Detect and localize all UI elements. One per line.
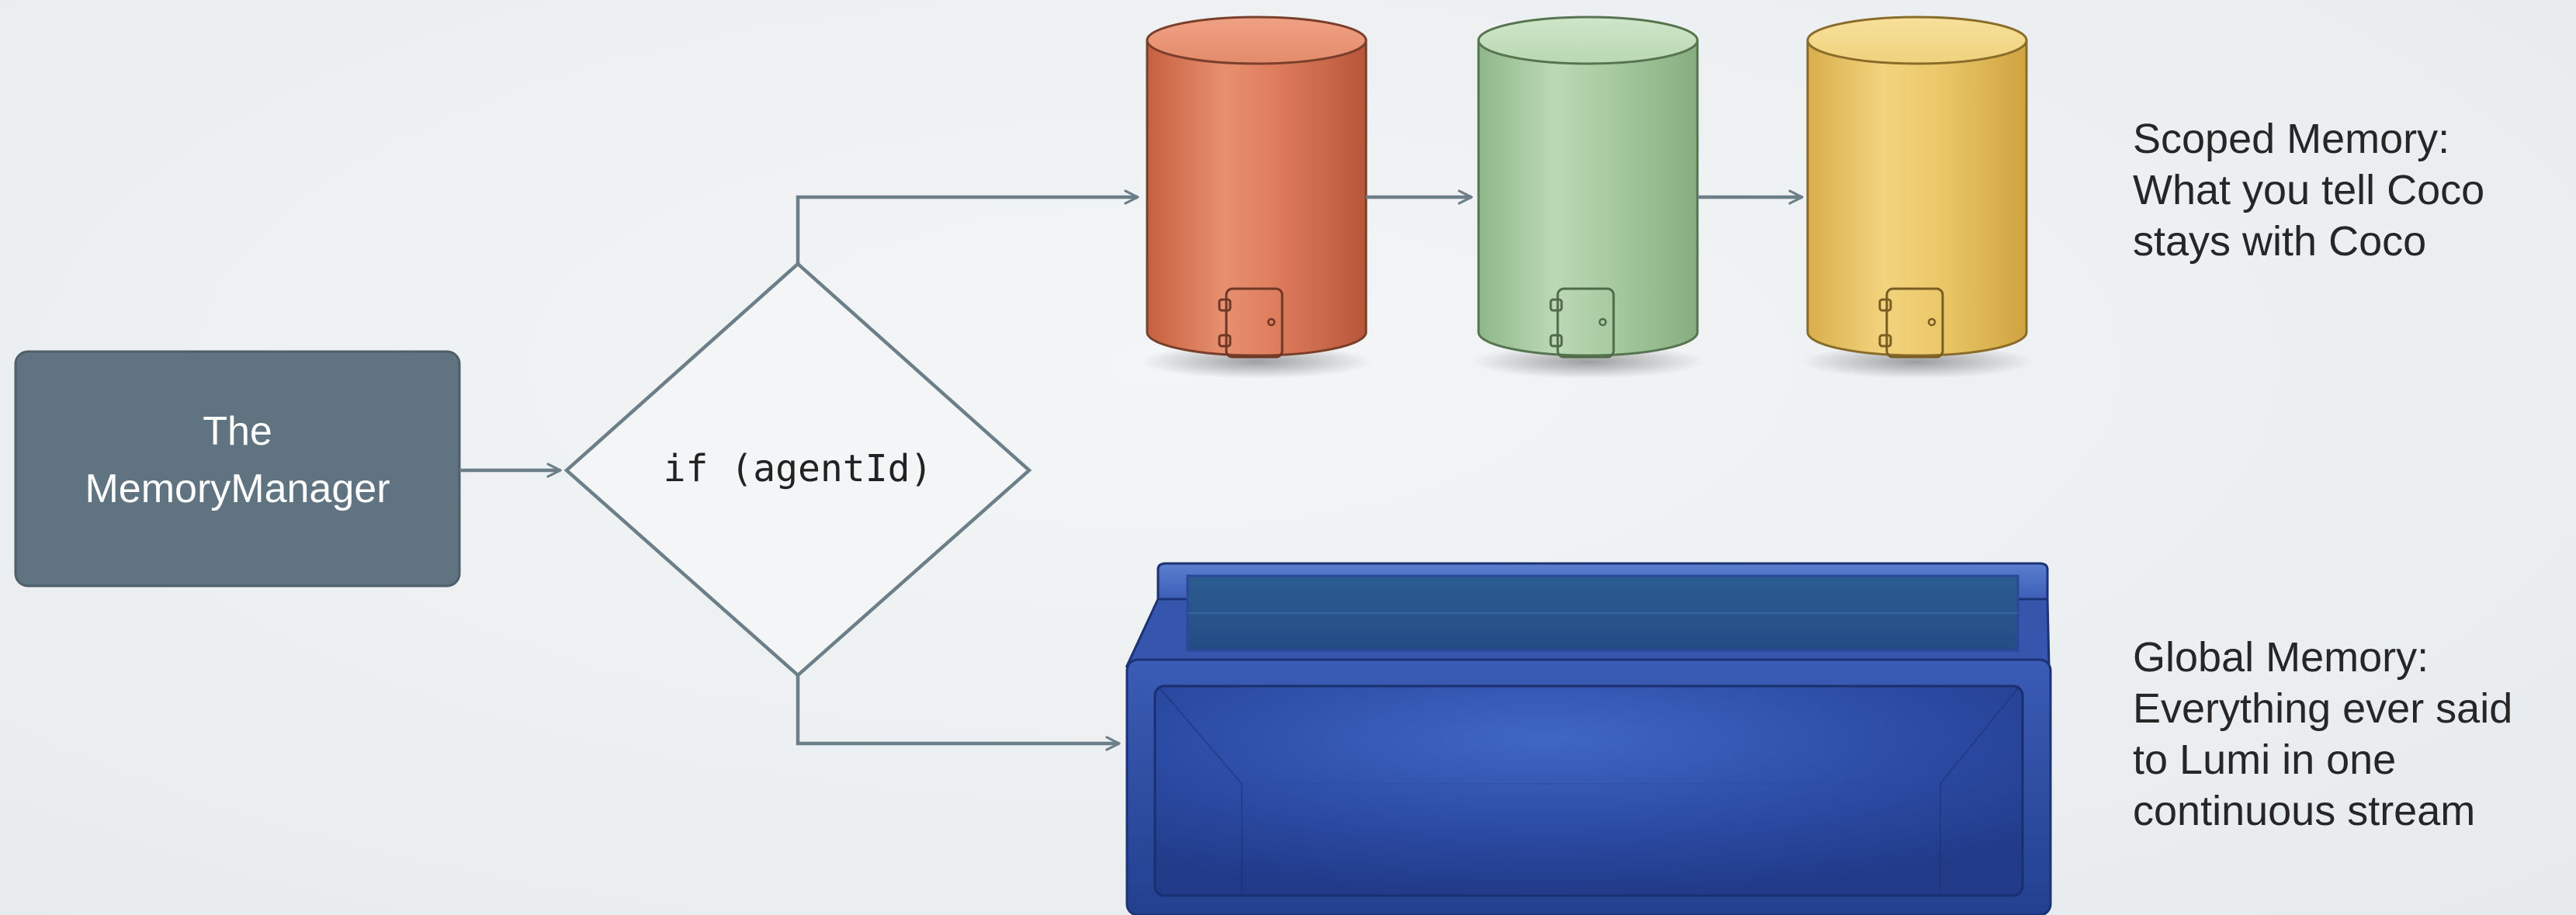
scoped-caption-line: stays with Coco: [2133, 218, 2427, 265]
arrow-decision-to-global: [796, 675, 1121, 751]
scoped-memory-cylinder-yellow: [1801, 16, 2033, 379]
decision-node: if (agentId): [563, 261, 1032, 678]
global-caption-line: Global Memory:: [2133, 634, 2429, 681]
memory-manager-node: The MemoryManager: [14, 350, 461, 587]
global-memory-caption: Global Memory: Everything ever said to L…: [2133, 632, 2512, 837]
scoped-memory-cylinder-green: [1472, 16, 1704, 379]
global-caption-line: Everything ever said: [2133, 685, 2513, 732]
door-icon: [1878, 287, 1944, 359]
scoped-caption-line: What you tell Coco: [2133, 167, 2485, 213]
memory-manager-label-line1: The: [203, 409, 272, 454]
decision-label: if (agentId): [664, 447, 933, 490]
door-icon: [1218, 287, 1284, 359]
scoped-caption-line: Scoped Memory:: [2133, 116, 2450, 162]
arrow-decision-to-scoped: [796, 189, 1139, 264]
scoped-memory-cylinder-red: [1140, 16, 1373, 379]
global-caption-line: continuous stream: [2133, 788, 2476, 834]
global-caption-line: to Lumi in one: [2133, 737, 2397, 783]
global-memory-tank: [1125, 562, 2052, 915]
memory-manager-label-line2: MemoryManager: [85, 466, 390, 511]
door-icon: [1549, 287, 1615, 359]
scoped-memory-caption: Scoped Memory: What you tell Coco stays …: [2133, 113, 2484, 267]
